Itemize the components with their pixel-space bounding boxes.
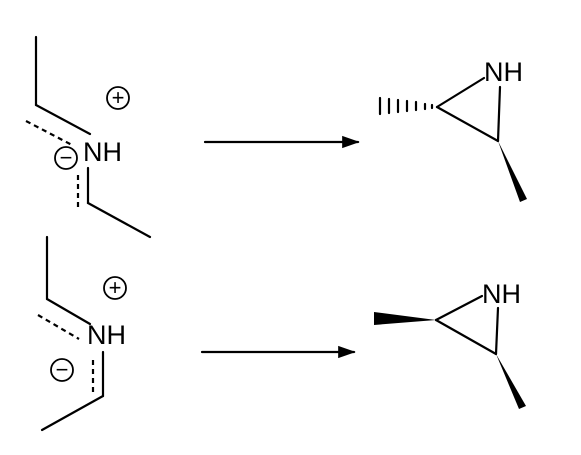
reactant-1-top-c-n-bond bbox=[34, 103, 92, 136]
reactant-1-positive-charge-circle bbox=[106, 86, 130, 110]
reactant-1-bottom-methyl-bond bbox=[86, 201, 152, 239]
product-2-c-n-bond-left bbox=[434, 294, 484, 322]
reactant-1-negative-charge-circle bbox=[54, 146, 78, 170]
product-2-c-n-bond-right bbox=[494, 306, 500, 356]
reactant-2-negative-charge-circle bbox=[50, 358, 74, 382]
product-1-nh-label: NH bbox=[484, 57, 523, 87]
product-2-nh-label: NH bbox=[482, 279, 521, 309]
product-1-trans-aziridine: NH bbox=[378, 57, 527, 202]
reactant-2-top-c-n-bond bbox=[45, 297, 92, 326]
reactant-1-top-delocalized-bond bbox=[25, 120, 73, 146]
reactant-2-bottom-methyl-bond bbox=[40, 394, 105, 432]
product-2-c-c-bond bbox=[434, 318, 498, 356]
reactant-1-positive-charge: + bbox=[112, 85, 125, 110]
product-1-solid-methyl-wedge bbox=[498, 141, 527, 202]
product-1-hashed-methyl-wedge bbox=[378, 96, 434, 116]
reaction-1: NH + − NH bbox=[25, 35, 527, 239]
reactant-1-nitrogen-label: NH bbox=[83, 137, 122, 167]
product-2-cis-aziridine: NH bbox=[374, 279, 526, 409]
product-1-c-c-bond bbox=[435, 105, 500, 143]
reactant-1-azomethine-ylide: NH + − bbox=[25, 35, 152, 239]
reactant-2-azomethine-ylide: NH + − bbox=[37, 235, 127, 432]
reactant-2-nitrogen-label: NH bbox=[87, 320, 126, 350]
product-1-c-n-bond-left bbox=[435, 76, 486, 109]
reactant-2-negative-charge: − bbox=[56, 357, 69, 382]
reactant-2-positive-charge-circle bbox=[103, 276, 127, 300]
product-1-c-n-bond-right bbox=[496, 85, 502, 143]
product-2-solid-methyl-wedge-left bbox=[374, 312, 436, 325]
reaction-2: NH + − NH bbox=[37, 235, 526, 432]
reactant-1-negative-charge: − bbox=[60, 145, 73, 170]
product-2-solid-methyl-wedge-right bbox=[496, 354, 526, 409]
reactant-2-top-delocalized-bond bbox=[37, 314, 80, 340]
reactant-2-positive-charge: + bbox=[109, 275, 122, 300]
